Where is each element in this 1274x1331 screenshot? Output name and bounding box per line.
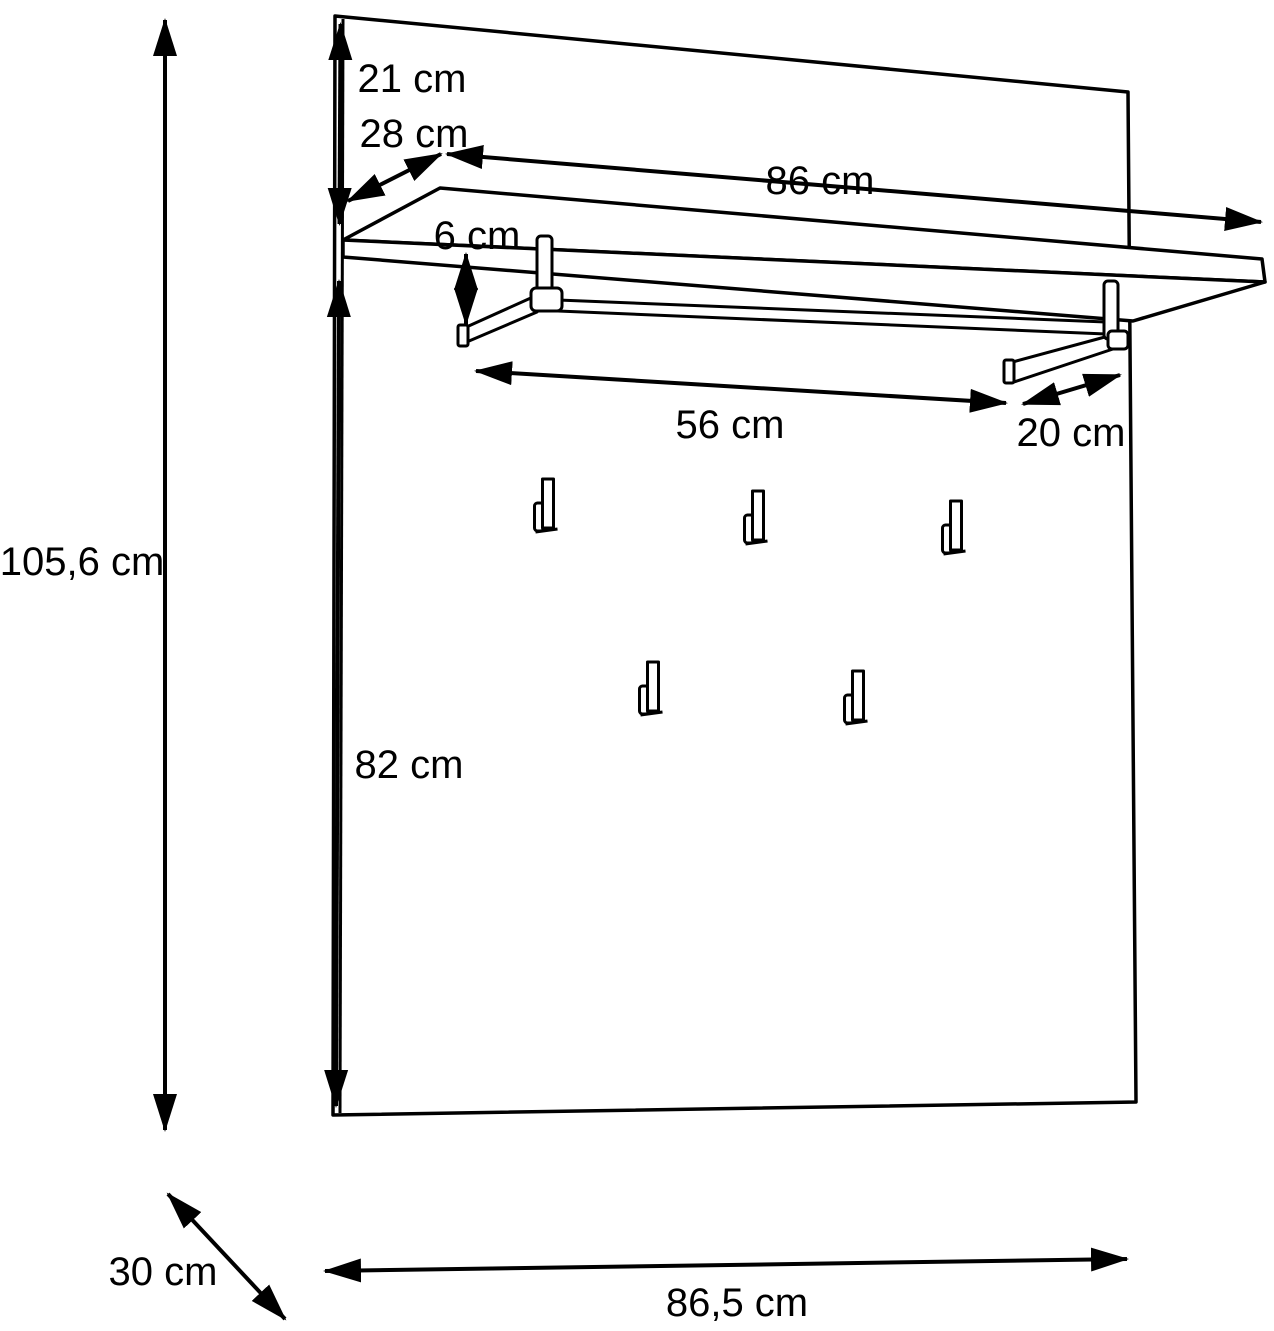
- shelf-front-face: [341, 238, 1267, 323]
- bracket-post: [535, 234, 554, 296]
- dim-arrow-rail-side-offset: [1021, 373, 1122, 406]
- dim-label-rail-side-offset: 20 cm: [1017, 411, 1126, 455]
- dim-arrow-shelf-depth: [346, 152, 443, 203]
- dim-arrow-shelf-offset-top: [327, 22, 353, 226]
- dim-arrow-total-depth: [166, 1192, 287, 1321]
- dim-label-total-width: 86,5 cm: [666, 1281, 808, 1325]
- dim-label-total-height: 105,6 cm: [0, 540, 164, 584]
- back-panel: [331, 14, 1138, 1117]
- dim-label-rail-length: 56 cm: [676, 403, 785, 447]
- dim-label-total-depth: 30 cm: [109, 1250, 218, 1294]
- dim-label-shelf-offset-top: 21 cm: [358, 57, 467, 101]
- dim-arrow-panel-height-below-shelf: [324, 279, 351, 1108]
- bracket-arm-cap: [1002, 358, 1016, 385]
- dimension-labels: 105,6 cm 21 cm 28 cm 86 cm 6 cm 56 cm 20…: [0, 57, 1125, 1325]
- dim-arrow-shelf-width: [445, 145, 1263, 231]
- bracket-arm-cap: [456, 323, 470, 348]
- rail-bracket-left: [456, 234, 564, 348]
- bracket-foot: [529, 286, 564, 313]
- dim-label-shelf-depth: 28 cm: [360, 112, 469, 156]
- dimension-arrows: [153, 18, 1263, 1321]
- dim-label-rail-clearance: 6 cm: [434, 214, 521, 258]
- dim-label-shelf-width: 86 cm: [766, 159, 875, 203]
- dim-label-panel-height-below-shelf: 82 cm: [355, 743, 464, 787]
- dim-arrow-total-width: [323, 1247, 1129, 1283]
- hanging-rail-assembly: [456, 234, 1130, 385]
- bracket-foot: [1106, 329, 1130, 351]
- dim-arrow-rail-length: [474, 361, 1008, 413]
